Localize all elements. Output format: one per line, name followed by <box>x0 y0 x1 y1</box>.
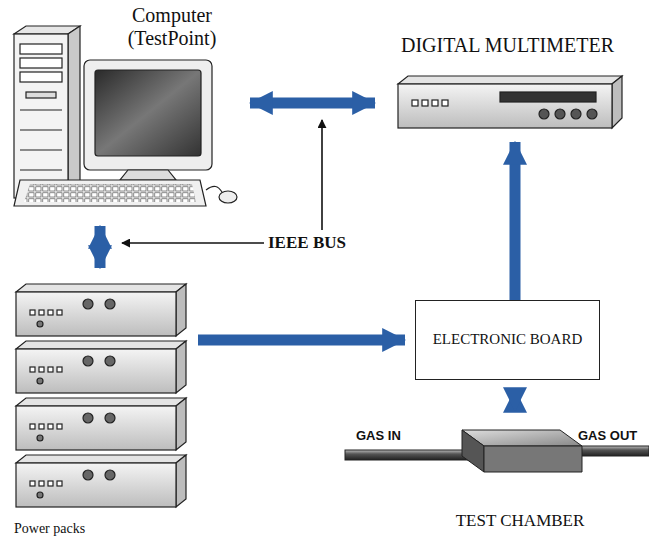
bus-arrow <box>198 335 405 346</box>
process-box: ELECTRONIC BOARD <box>415 300 600 380</box>
computer-keyboard <box>14 180 237 206</box>
node-label: Computer (TestPoint) <box>106 4 238 50</box>
bus-label: IEEE BUS <box>268 233 346 253</box>
multimeter-node: DIGITAL MULTIMETER <box>385 28 630 132</box>
test-chamber-node: TEST CHAMBER <box>440 420 600 535</box>
bus-arrow <box>95 226 106 268</box>
power-pack-stack <box>16 284 186 507</box>
node-label: ELECTRONIC BOARD <box>425 331 590 348</box>
computer-tower <box>14 26 80 198</box>
ieee-bus-leader <box>122 120 322 243</box>
bus-arrow <box>510 142 521 300</box>
computer-monitor <box>84 60 212 180</box>
computer-node: Computer (TestPoint) <box>8 4 240 216</box>
multimeter-instrument <box>398 76 622 128</box>
gas-label: GAS IN <box>356 428 401 443</box>
bus-arrow <box>510 390 521 410</box>
bus-arrow <box>250 98 375 109</box>
node-label: DIGITAL MULTIMETER <box>385 34 630 57</box>
node-label: Power packs <box>14 521 154 537</box>
power-packs-node: Power packs <box>8 278 198 540</box>
node-label: TEST CHAMBER <box>440 511 600 531</box>
gas-label: GAS OUT <box>578 428 637 443</box>
